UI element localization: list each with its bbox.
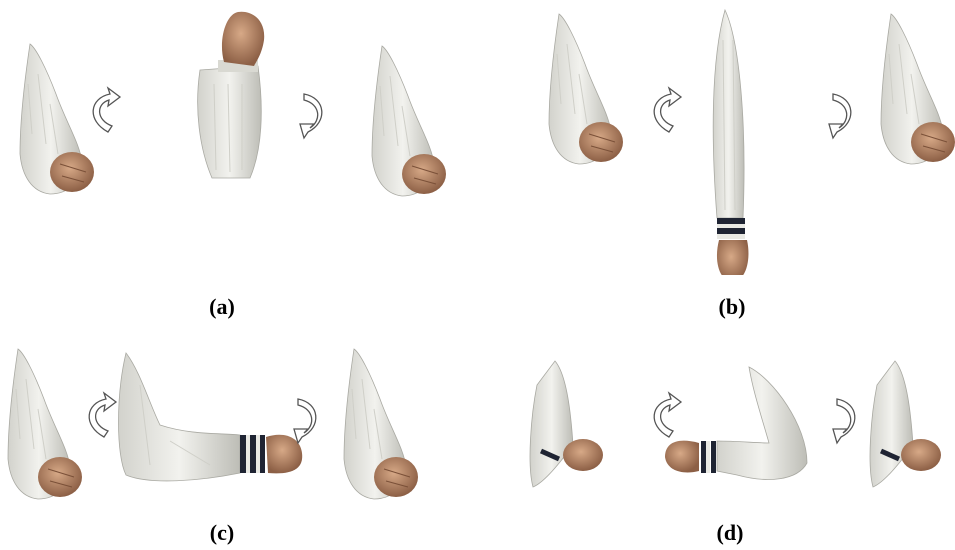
arm-lowered-b [713,10,748,275]
arm-left-b [549,14,623,164]
panel-a-illustration [0,0,477,275]
arm-right-b [881,14,955,164]
arm-right-d [870,361,941,487]
rotate-arrow-right-c [294,399,316,443]
arm-left-d [530,361,603,487]
rotate-arrow-left-a [93,88,120,132]
arm-right-c [344,349,418,499]
panel-d: (d) [477,275,955,550]
arm-raised-a [198,12,265,178]
panel-c-label: (c) [192,520,252,546]
panel-d-illustration [477,275,955,550]
panel-c: (c) [0,275,477,550]
panel-a: (a) [0,0,477,275]
panel-d-label: (d) [700,520,760,546]
arm-left-a [20,44,94,194]
rotate-arrow-left-c [89,393,116,437]
arm-extended-c [119,353,303,481]
panel-b-illustration [477,0,955,275]
panel-c-illustration [0,275,477,550]
rotate-arrow-left-d [654,393,681,437]
panel-b: (b) [477,0,955,275]
rotate-arrow-right-a [300,94,322,138]
rotate-arrow-right-d [833,399,855,443]
arm-left-c [8,349,82,499]
rotate-arrow-left-b [654,88,681,132]
rotate-arrow-right-b [829,94,851,138]
arm-right-a [372,46,446,196]
arm-extended-d [665,367,807,479]
